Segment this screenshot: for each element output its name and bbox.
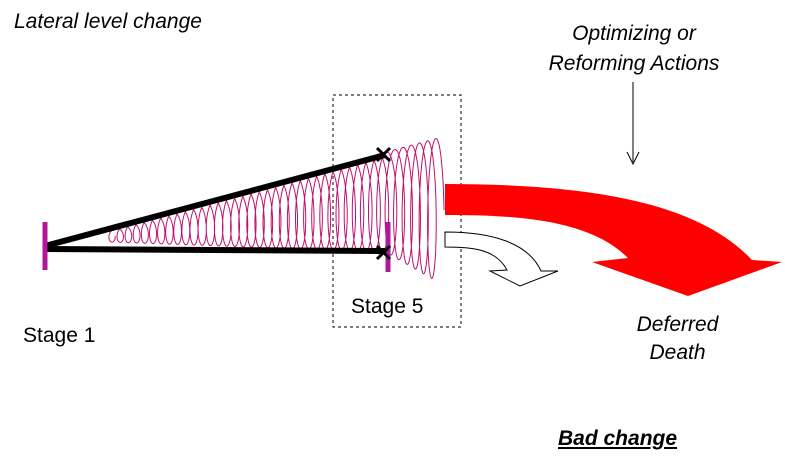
spiral-coil	[108, 138, 445, 279]
bad-change-arrow	[444, 231, 559, 287]
actions-annotation-line-1: Optimizing or	[572, 22, 696, 45]
deferred-death-arrow	[445, 184, 782, 296]
spiral-coil-path	[108, 138, 445, 279]
lower-x-mark	[375, 244, 392, 261]
outcome-line-2: Death	[649, 341, 706, 364]
upper-x-mark	[375, 146, 392, 163]
stage-5-label: Stage 5	[351, 295, 424, 318]
diagram-title: Lateral level change	[14, 10, 202, 33]
footer-label: Bad change	[558, 427, 678, 450]
actions-annotation-line-2: Reforming Actions	[548, 52, 720, 75]
action-pointer-head	[626, 151, 640, 166]
outcome-label: Deferred Death	[590, 311, 765, 367]
actions-annotation: Optimizing or Reforming Actions	[520, 19, 748, 79]
outcome-line-1: Deferred	[636, 313, 719, 336]
lower-line	[44, 246, 386, 254]
upper-line	[44, 152, 386, 249]
stage-1-label: Stage 1	[23, 324, 96, 347]
